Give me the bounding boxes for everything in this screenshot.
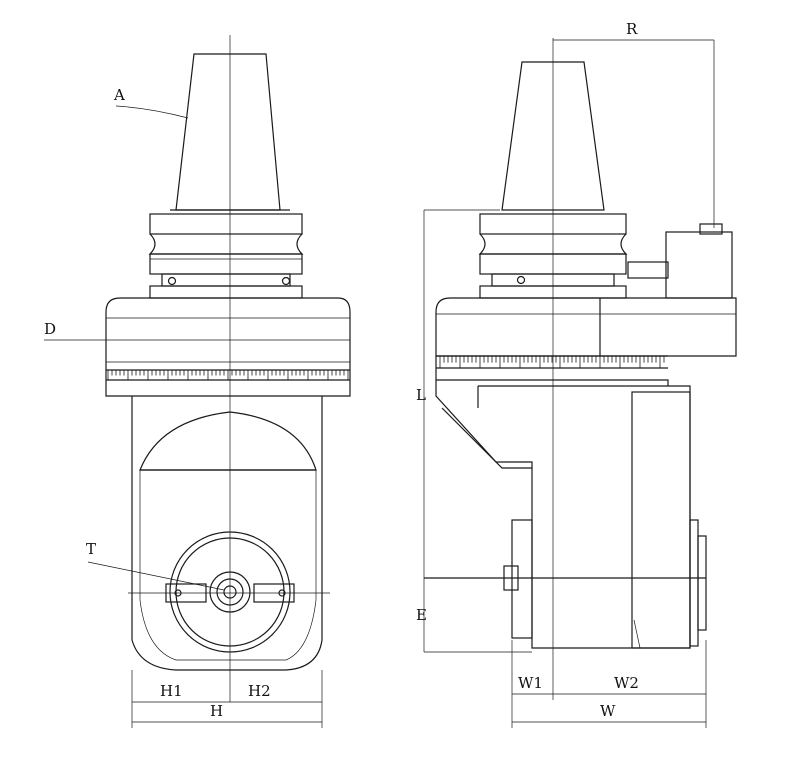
- side-taper-shank: [501, 61, 605, 211]
- side-back-chamfer: [633, 619, 641, 649]
- front-housing: [105, 297, 351, 397]
- front-flange-groove: [148, 233, 304, 255]
- side-back-plate: [631, 391, 691, 649]
- side-nut-1: [689, 519, 699, 647]
- front-pin-left: [167, 276, 177, 286]
- side-view: R L E W1 W2 W: [416, 20, 737, 728]
- side-nut-2: [697, 535, 707, 631]
- front-inner-outline: [139, 470, 317, 661]
- leader-t: [87, 561, 225, 591]
- front-taper-shank: [175, 53, 281, 211]
- label-w2: W2: [614, 674, 639, 692]
- side-angle-scale: [439, 356, 665, 368]
- label-e: E: [416, 606, 427, 624]
- front-key-left: [165, 583, 207, 603]
- label-h1: H1: [160, 682, 183, 700]
- label-w: W: [600, 702, 616, 720]
- label-d: D: [44, 320, 56, 338]
- front-flange-top: [149, 213, 303, 235]
- label-h2: H2: [248, 682, 271, 700]
- leader-a: [115, 105, 189, 119]
- front-spindle-flange: [175, 537, 285, 647]
- label-a: A: [113, 86, 125, 104]
- front-dome: [139, 411, 317, 471]
- side-stop-screw: [699, 223, 723, 235]
- side-stop-arm: [627, 261, 669, 279]
- side-stop-block: [665, 231, 733, 299]
- label-r: R: [626, 20, 638, 38]
- front-spindle-outer: [169, 531, 291, 653]
- label-t: T: [86, 540, 96, 558]
- front-lower-body: [131, 396, 323, 671]
- front-angle-scale: [107, 370, 349, 380]
- side-main-body: [441, 385, 691, 649]
- side-sloped-arm: [435, 356, 533, 468]
- side-front-cap: [511, 519, 533, 639]
- side-housing: [435, 297, 737, 357]
- front-flange-bottom: [149, 253, 303, 275]
- side-lower-housing: [436, 379, 669, 386]
- side-flange-top: [479, 213, 627, 235]
- front-screw-right: [278, 589, 286, 597]
- front-collar: [161, 273, 291, 287]
- front-view: A D T H1 H2 H: [44, 35, 351, 728]
- front-bore: [223, 585, 237, 599]
- label-w1: W1: [518, 674, 543, 692]
- side-pin: [516, 275, 526, 285]
- front-screw-left: [174, 589, 182, 597]
- front-collar-base: [149, 285, 303, 299]
- front-collet: [216, 578, 244, 606]
- label-h: H: [210, 702, 223, 720]
- front-collet-nut: [209, 571, 251, 613]
- front-key-right: [253, 583, 295, 603]
- label-l: L: [416, 386, 426, 404]
- front-pin-right: [281, 276, 291, 286]
